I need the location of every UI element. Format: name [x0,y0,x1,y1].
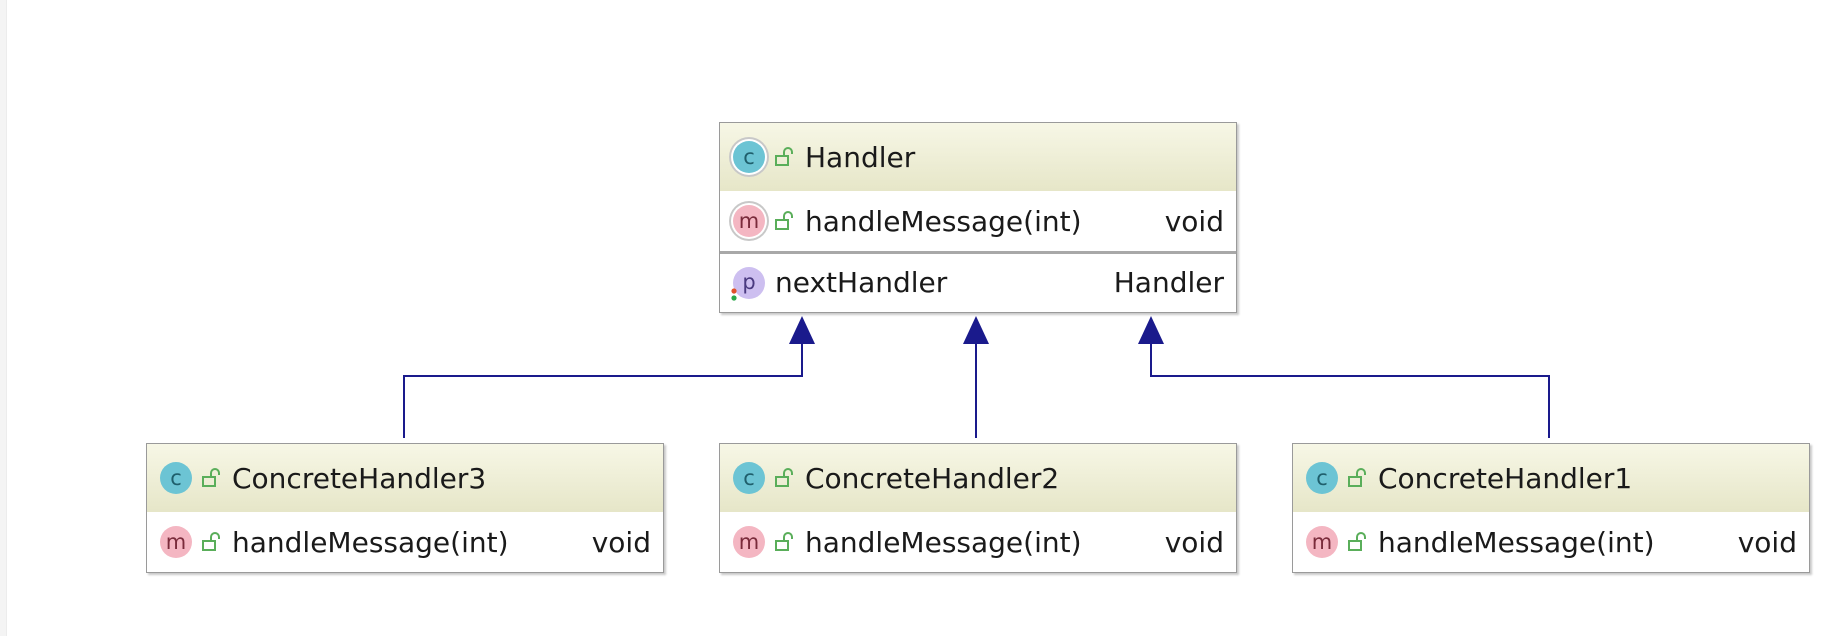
method-row[interactable]: m handleMessage(int) void [720,191,1236,251]
property-icon-letter: p [742,270,756,294]
method-row[interactable]: m handleMessage(int) void [720,512,1236,572]
class-icon: c [160,462,192,494]
class-box-concretehandler2[interactable]: c ConcreteHandler2 m handleMessage(int) … [719,443,1237,573]
method-icon: m [1306,526,1338,558]
public-unlock-icon [775,532,793,551]
public-unlock-icon [775,211,793,230]
property-row[interactable]: p nextHandler Handler [720,251,1236,311]
class-header: c ConcreteHandler2 [720,444,1236,512]
property-type: Handler [1113,266,1224,299]
class-icon: c [733,462,765,494]
return-type: void [1164,525,1224,559]
public-unlock-icon [1348,532,1366,551]
getter-setter-dots-icon [731,287,737,301]
class-name: ConcreteHandler2 [805,461,1060,495]
method-signature: handleMessage(int) [805,525,1082,559]
return-type: void [591,525,651,559]
class-name: Handler [805,140,916,174]
class-box-concretehandler1[interactable]: c ConcreteHandler1 m handleMessage(int) … [1292,443,1810,573]
method-row[interactable]: m handleMessage(int) void [1293,512,1809,572]
abstract-method-icon: m [733,205,765,237]
public-unlock-icon [775,147,793,166]
method-signature: handleMessage(int) [805,204,1082,238]
abstract-class-icon: c [733,141,765,173]
edge-concretehandler3-to-handler [403,342,803,438]
left-border [0,0,7,636]
method-row[interactable]: m handleMessage(int) void [147,512,663,572]
arrowhead-concretehandler2 [963,316,989,344]
edge-concretehandler1-to-handler [1150,342,1550,438]
arrowhead-concretehandler3 [789,316,815,344]
public-unlock-icon [202,532,220,551]
property-name: nextHandler [775,266,948,299]
class-header: c ConcreteHandler1 [1293,444,1809,512]
class-box-handler[interactable]: c Handler m handleMessage(int) void p [719,122,1237,313]
method-icon: m [733,526,765,558]
method-signature: handleMessage(int) [232,525,509,559]
public-unlock-icon [775,468,793,487]
return-type: void [1164,204,1224,238]
class-header: c ConcreteHandler3 [147,444,663,512]
method-icon: m [160,526,192,558]
return-type: void [1737,525,1797,559]
method-signature: handleMessage(int) [1378,525,1655,559]
public-unlock-icon [1348,468,1366,487]
class-box-concretehandler3[interactable]: c ConcreteHandler3 m handleMessage(int) … [146,443,664,573]
class-icon: c [1306,462,1338,494]
class-header: c Handler [720,123,1236,191]
class-name: ConcreteHandler3 [232,461,487,495]
property-icon: p [731,266,765,301]
class-name: ConcreteHandler1 [1378,461,1633,495]
public-unlock-icon [202,468,220,487]
arrowhead-concretehandler1 [1138,316,1164,344]
